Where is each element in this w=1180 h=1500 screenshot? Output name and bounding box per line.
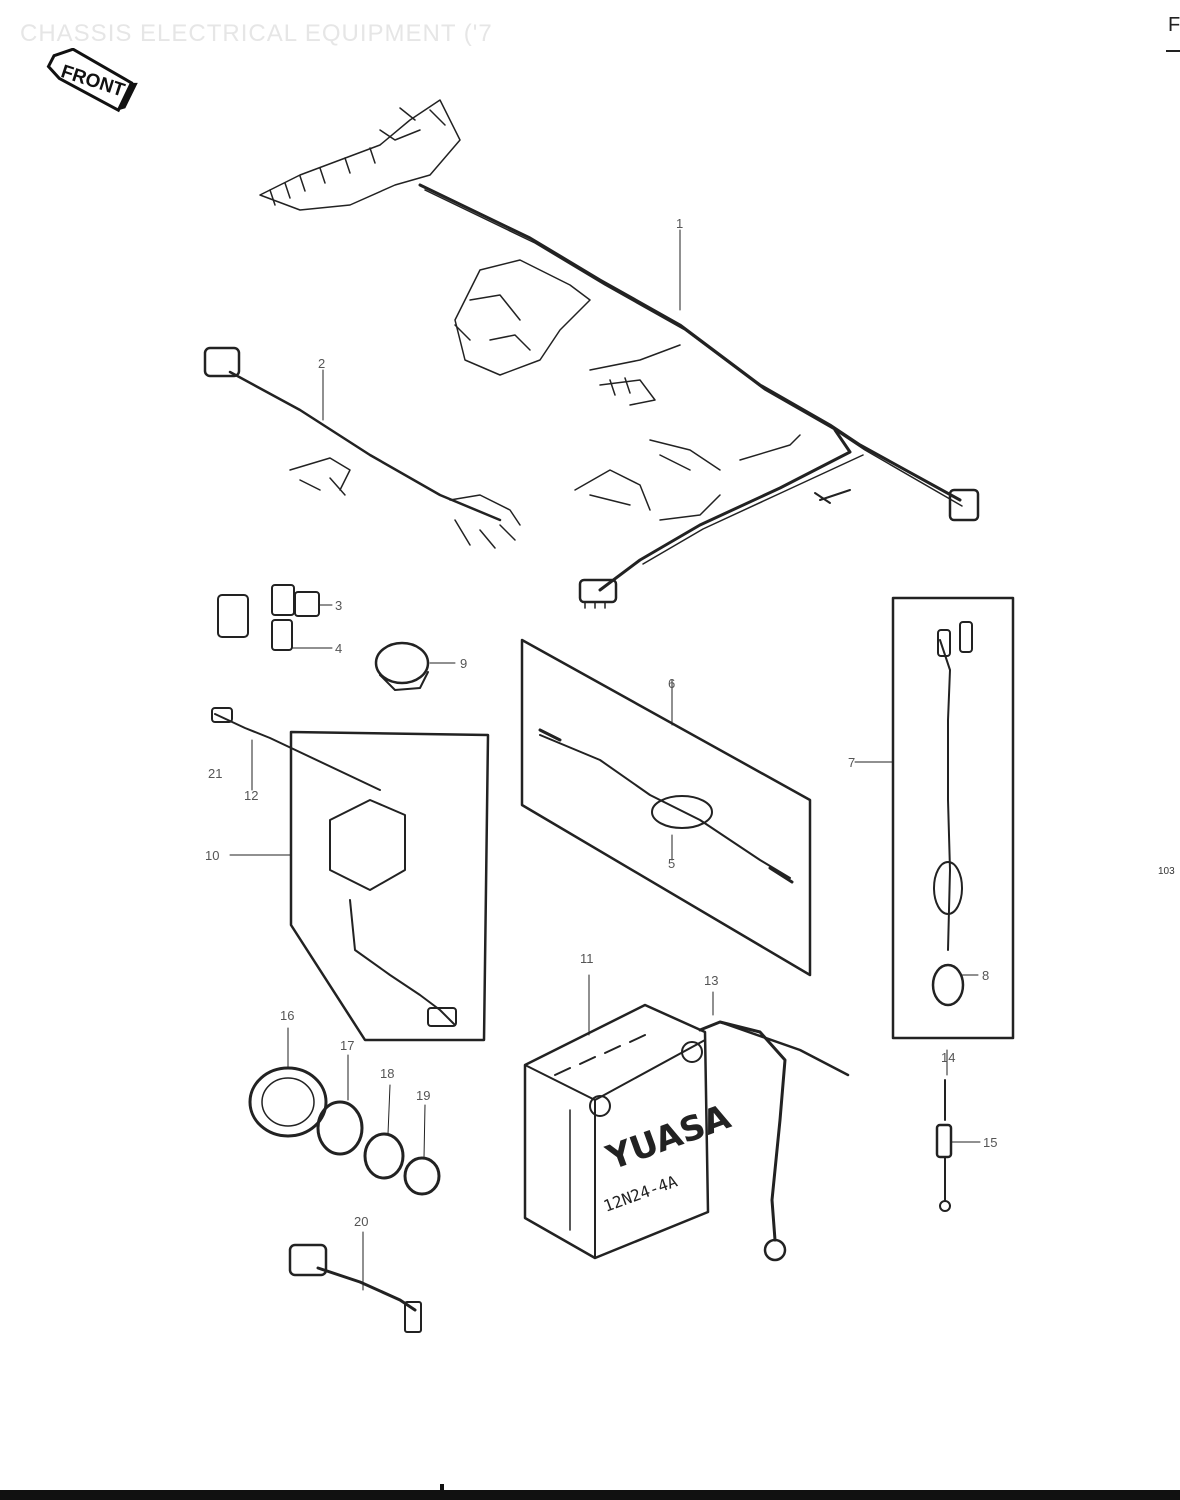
callout-7: 7 (848, 755, 855, 770)
callout-8: 8 (982, 968, 989, 983)
fuse-lead (935, 1049, 981, 1212)
callout-labels: 1 2 3 4 5 6 7 8 9 10 11 12 13 14 15 16 1… (205, 216, 997, 1229)
callout-2: 2 (318, 356, 325, 371)
callout-13: 13 (704, 973, 718, 988)
lower-lead (288, 1231, 422, 1333)
callout-18: 18 (380, 1066, 394, 1081)
battery-brand: YUASA (600, 1097, 736, 1179)
callout-1: 1 (676, 216, 683, 231)
callout-15: 15 (983, 1135, 997, 1150)
page-title: CHASSIS ELECTRICAL EQUIPMENT ('7 (20, 20, 493, 47)
boxed-cable-assembly (520, 638, 812, 977)
callout-14: 14 (941, 1050, 955, 1065)
page-bottom-mark (440, 1484, 444, 1490)
rubber-bands (248, 1027, 441, 1196)
section-divider (1166, 50, 1180, 52)
callout-16: 16 (280, 1008, 294, 1023)
main-wiring-harness (259, 99, 980, 609)
relay-terminals (217, 584, 333, 651)
sub-wiring-harness (203, 346, 521, 549)
battery-model: 12N24-4A (601, 1171, 680, 1215)
callout-17: 17 (340, 1038, 354, 1053)
buzzer-part (374, 641, 456, 691)
callout-11: 11 (580, 951, 594, 966)
callout-21: 21 (208, 766, 222, 781)
battery-cable (698, 991, 850, 1262)
callout-9: 9 (460, 656, 467, 671)
callout-10: 10 (205, 848, 219, 863)
callout-3: 3 (335, 598, 342, 613)
front-arrow-badge: FRONT (46, 48, 138, 113)
page-bottom-bar (0, 1490, 1180, 1500)
regulator-assembly (211, 707, 490, 1042)
callout-20: 20 (354, 1214, 368, 1229)
page-section-letter: F (1168, 14, 1180, 36)
callout-4: 4 (335, 641, 342, 656)
callout-12: 12 (244, 788, 258, 803)
page-side-code: 103 (1158, 866, 1175, 877)
battery (523, 974, 710, 1260)
callout-5: 5 (668, 856, 675, 871)
boxed-lead-assembly (854, 596, 1015, 1040)
callout-6: 6 (668, 676, 675, 691)
callout-19: 19 (416, 1088, 430, 1103)
